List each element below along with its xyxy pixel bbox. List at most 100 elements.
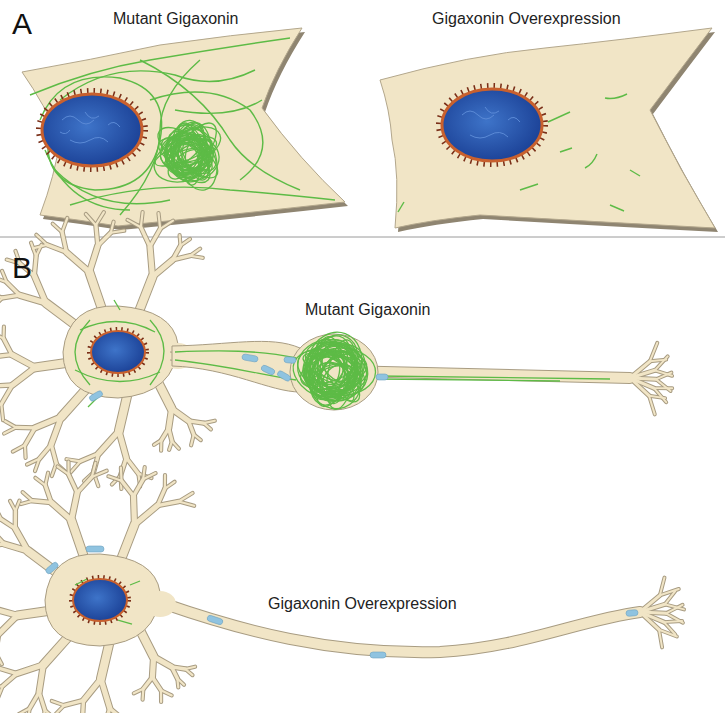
dendrite: [185, 667, 195, 669]
dendrite: [25, 428, 35, 445]
mitochondrion: [376, 374, 388, 380]
dendrite: [110, 708, 126, 713]
nucleus: [72, 578, 128, 622]
dendrite: [89, 246, 97, 273]
dendrite: [0, 508, 1, 519]
dendrite: [10, 501, 15, 511]
dendrite: [33, 501, 52, 503]
aggregate-filament: [296, 338, 364, 396]
dendrite: [1, 404, 3, 420]
dendrite: [101, 679, 110, 708]
filament: [378, 376, 610, 379]
dendrite: [640, 612, 659, 630]
dendrite: [152, 260, 172, 277]
dendrite: [660, 578, 665, 596]
dendrite: [190, 256, 203, 258]
aggregate-filament: [159, 130, 211, 183]
dendrite: [54, 705, 64, 713]
dendrite: [630, 378, 649, 396]
neurofilaments: [75, 579, 140, 624]
mitochondrion: [370, 652, 386, 658]
dendrite: [164, 475, 166, 488]
mitochondrion: [86, 546, 104, 552]
filament: [175, 360, 296, 380]
mitochondrion: [206, 615, 223, 626]
dendrite: [45, 485, 51, 502]
dendrite: [120, 468, 123, 481]
dendrite: [161, 428, 168, 440]
dendrite: [666, 605, 683, 613]
dendrite: [134, 506, 157, 525]
dendrite: [664, 621, 682, 622]
dendrite: [655, 356, 668, 370]
dendrite: [185, 669, 192, 675]
dendrite: [39, 692, 45, 710]
dendrite: [12, 355, 36, 368]
dendrite: [69, 474, 78, 492]
dendrite: [111, 222, 114, 233]
dendrite: [159, 213, 161, 229]
dendrite: [0, 294, 3, 298]
dendrite: [126, 458, 138, 474]
dendrite: [51, 503, 71, 521]
dendrite: [655, 356, 668, 370]
dendrite: [0, 531, 4, 544]
dendrite: [160, 221, 173, 229]
dendrite: [25, 428, 35, 445]
dendrite: [143, 677, 152, 689]
dendrite: [4, 427, 16, 433]
filament: [30, 38, 290, 95]
dendrite: [128, 220, 141, 227]
dendrite: [33, 245, 47, 249]
dendrite: [172, 409, 189, 421]
filament: [75, 579, 87, 585]
condition-label: Gigaxonin Overexpression: [268, 594, 457, 613]
dendrite: [77, 477, 92, 493]
nucleus: [90, 330, 146, 374]
dendrite: [0, 653, 2, 665]
filament: [114, 300, 120, 310]
dendrite: [0, 608, 17, 615]
dendrite: [138, 277, 153, 314]
dendrite: [191, 434, 194, 445]
dendrite: [150, 229, 160, 247]
dendrite: [10, 501, 15, 511]
dendrite: [2, 271, 7, 282]
dendrite: [96, 212, 104, 225]
dendrite: [108, 476, 121, 480]
dendrite: [96, 225, 98, 245]
dendrite: [23, 492, 33, 501]
dendrite: [101, 679, 110, 708]
dendrite: [159, 213, 161, 229]
dendrite: [152, 677, 161, 690]
dendrite: [4, 427, 16, 433]
dendrite: [62, 232, 66, 252]
dendrite: [98, 233, 111, 246]
dendrite: [4, 339, 12, 355]
dendrite: [69, 474, 78, 492]
dendrite: [134, 689, 144, 693]
dendrite: [39, 692, 45, 710]
dendrite: [0, 385, 13, 386]
dendrite: [0, 686, 3, 689]
dendrite: [150, 247, 152, 277]
dendrite: [84, 679, 101, 700]
aggregate-filament: [297, 333, 371, 410]
dendrite: [179, 493, 193, 502]
filament: [175, 100, 262, 113]
dendrite: [45, 473, 48, 486]
dendrite: [122, 481, 134, 496]
dendrite: [35, 478, 45, 485]
dendrite: [2, 327, 5, 339]
dendrite: [3, 295, 20, 298]
dendrite: [24, 445, 27, 458]
dendrite: [654, 387, 672, 389]
dendrite: [67, 462, 69, 475]
dendrite: [111, 231, 125, 233]
dendrite: [204, 423, 211, 429]
dendrite: [89, 272, 103, 312]
dendrite: [86, 214, 96, 225]
dendrite: [17, 665, 43, 674]
dendrite: [35, 417, 61, 428]
